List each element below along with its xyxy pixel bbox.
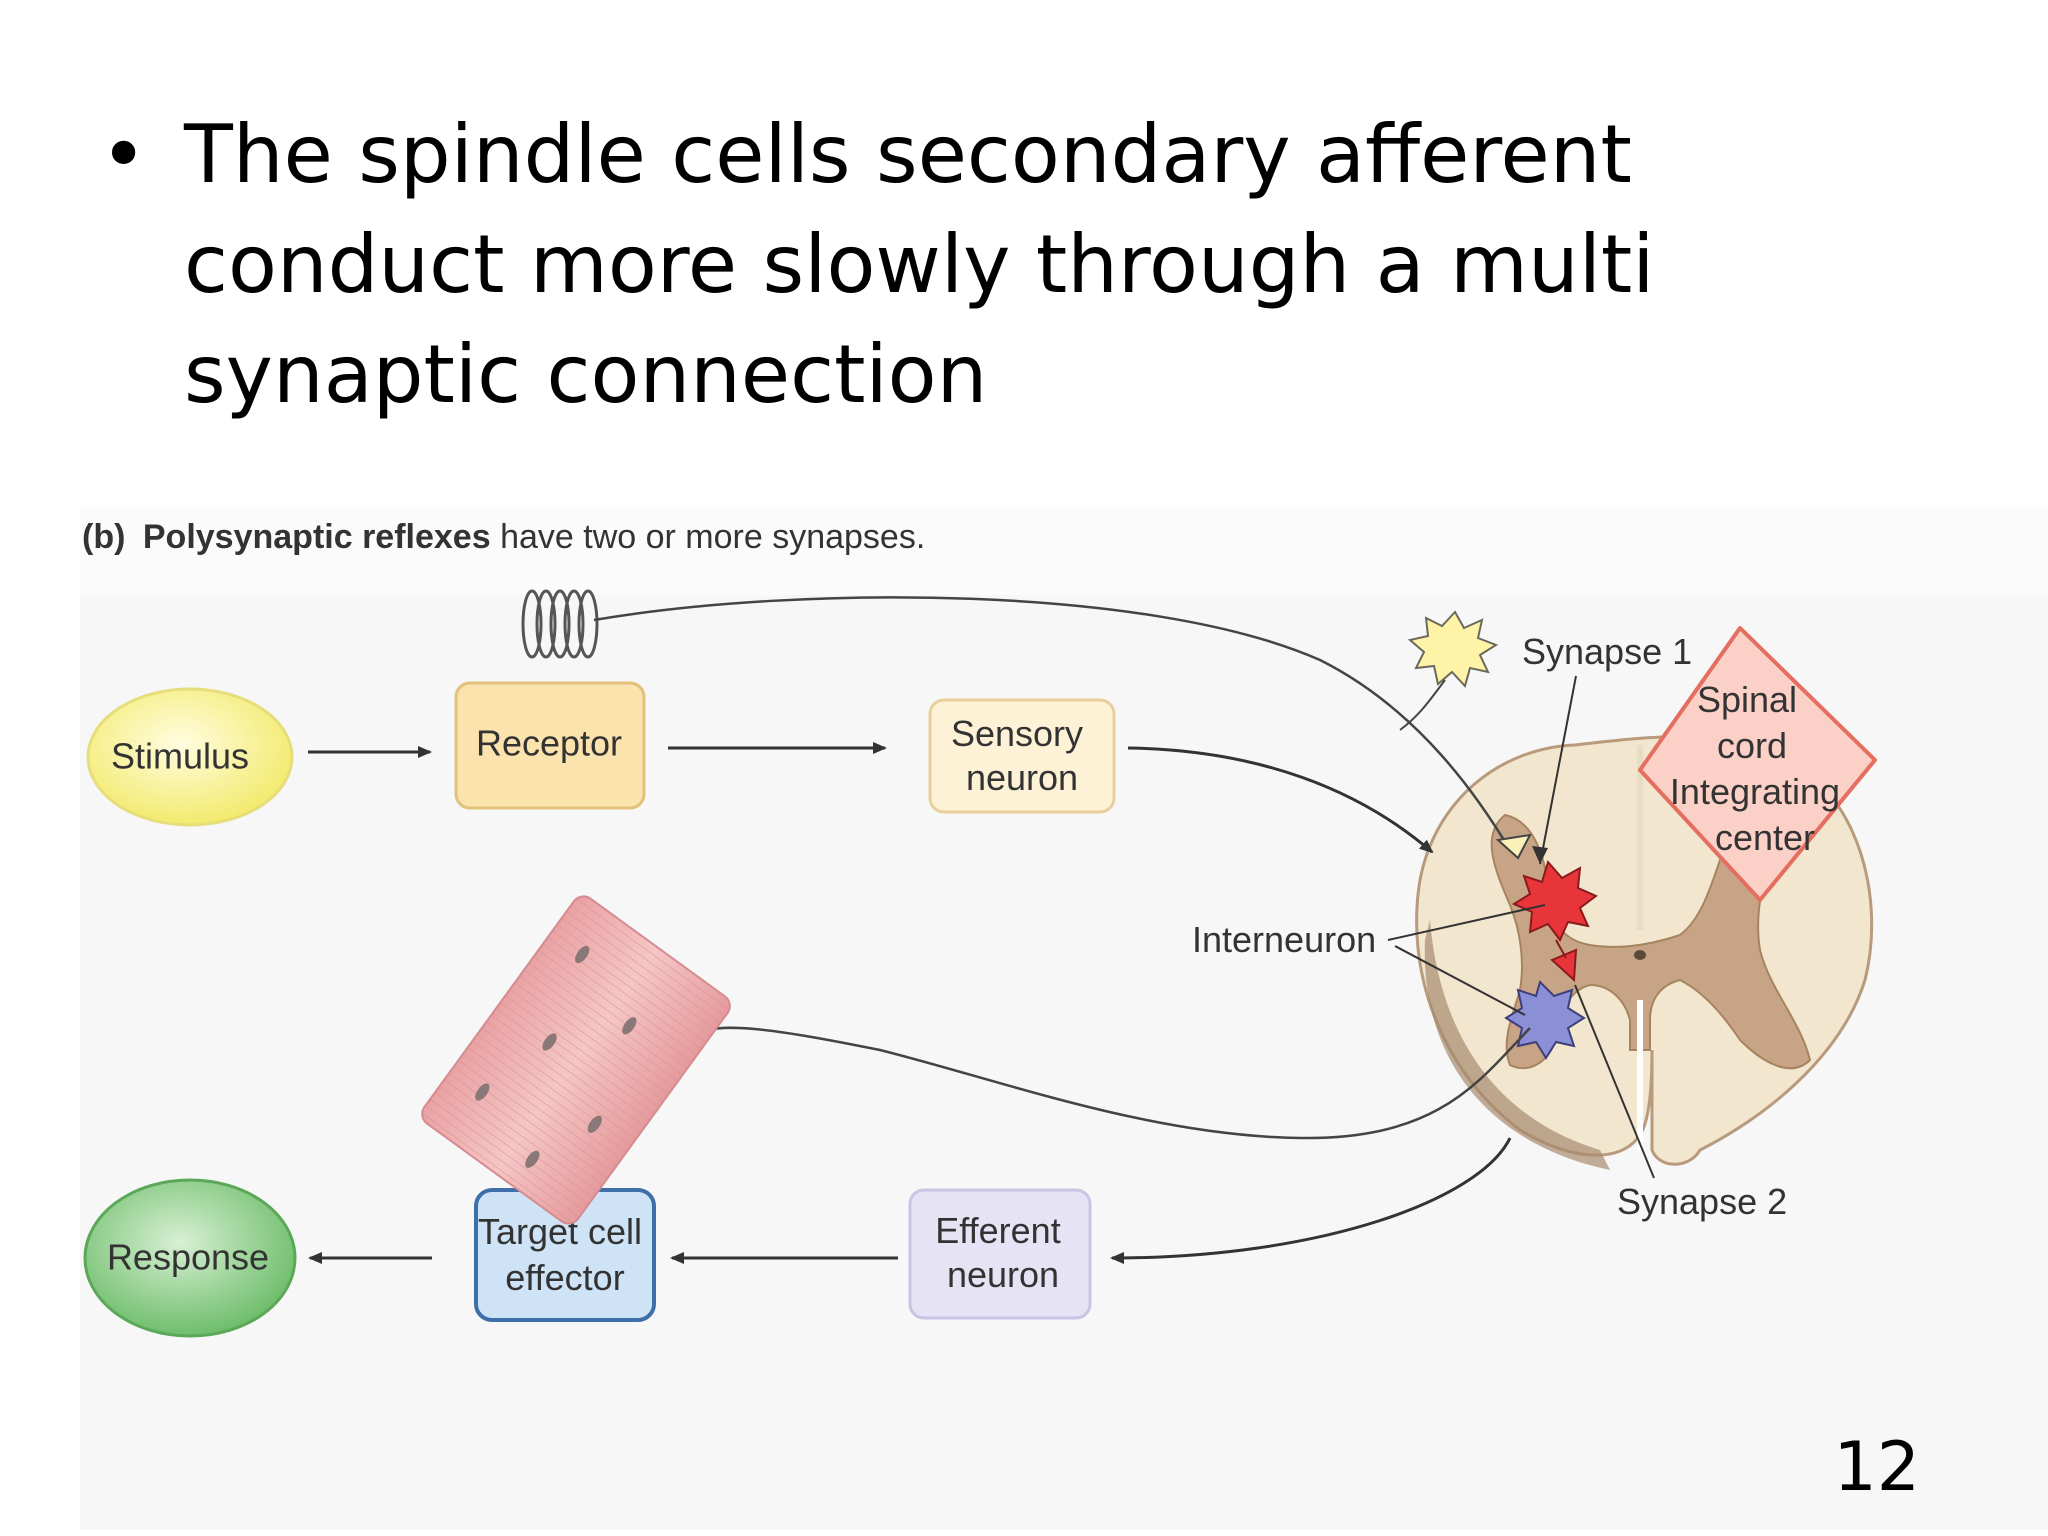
efferent-line2: neuron [947,1254,1059,1295]
caption-bold: Polysynaptic reflexes [143,518,491,556]
caption-part: (b) [82,518,125,556]
bullet-text: The spindle cells secondary afferent con… [184,108,1655,421]
synapse2-label: Synapse 2 [1617,1181,1787,1222]
sun-pointer-line [1399,679,1446,731]
center-line2: cord [1717,725,1787,766]
target-line2: effector [505,1257,624,1298]
stimulus-label: Stimulus [111,736,249,777]
response-node [83,1178,297,1338]
arrow-sensory-cord [1127,746,1434,854]
synapse1-pointer-head [1532,846,1548,864]
center-line1: Spinal [1697,679,1797,720]
muscle-fiber-icon [421,895,731,1225]
efferent-neuron-label: Efferent neuron [935,1210,1070,1295]
sensory-neuron-node [928,698,1116,814]
interneuron-label: Interneuron [1192,919,1376,960]
receptor-node [454,681,646,810]
sensory-line2: neuron [966,757,1078,798]
receptor-label: Receptor [476,723,622,764]
synapse2-pointer [1574,984,1655,1179]
sensory-terminal [1495,833,1532,860]
integrating-center: Spinal cord Integrating center [1638,626,1877,902]
response-label: Response [107,1237,269,1278]
sensory-line1: Sensory [951,713,1083,754]
interneuron-axon [1555,939,1567,959]
stimulus-node [86,687,294,827]
arrow-cord-efferent [1110,1137,1512,1264]
caption-rest: have two or more synapses. [500,518,925,556]
synapse1-label: Synapse 1 [1522,631,1692,672]
synapse1-pointer [1539,675,1577,865]
figure-caption: (b) Polysynaptic reflexes have two or mo… [82,518,925,556]
interneuron-pointer-2 [1394,945,1526,1016]
efferent-line1: Efferent [935,1210,1060,1251]
motor-neuron-body [1504,980,1586,1060]
efferent-neuron-node [908,1188,1092,1320]
sun-icon [1407,610,1499,688]
center-line4: center [1715,817,1815,858]
interneuron-pointer [1387,904,1546,941]
center-line3: Integrating [1670,771,1840,812]
figure-background-top [80,505,2048,595]
receptor-coil-icon [521,589,599,659]
sensory-neuron-label: Sensory neuron [951,713,1093,798]
motor-axon [689,1026,1531,1140]
sensory-axon [593,596,1512,851]
integrating-center-label: Spinal cord Integrating center [1670,679,1850,858]
bullet-marker: • [100,108,148,201]
interneuron-body [1511,859,1598,942]
page-number: 12 [1833,1428,1920,1507]
